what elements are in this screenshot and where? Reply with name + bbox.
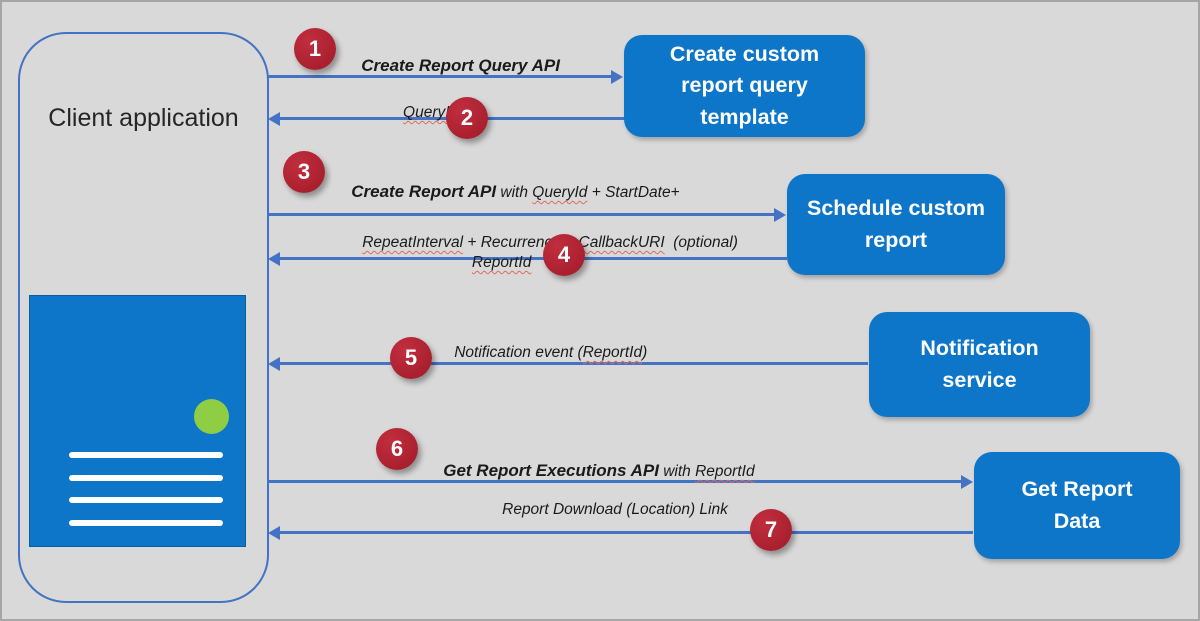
box-schedule-custom-report: Schedule custom report <box>787 174 1005 275</box>
step-5-badge: 5 <box>390 337 432 379</box>
step-6-badge: 6 <box>376 428 418 470</box>
step-3-label: Create Report API with QueryId + StartDa… <box>334 154 738 280</box>
step-3-badge: 3 <box>283 151 325 193</box>
step-3-line2-tail: (optional) <box>664 234 738 251</box>
document-text-line <box>69 520 223 526</box>
status-dot-icon <box>194 399 229 434</box>
step-4-label: ReportId <box>443 236 543 290</box>
step-1-badge: 1 <box>294 28 336 70</box>
box-create-report-query-template: Create custom report query template <box>624 35 865 137</box>
step-4-badge: 4 <box>543 234 585 276</box>
document-text-line <box>69 497 223 503</box>
step-1-label: Create Report Query API <box>344 38 560 94</box>
client-application-container <box>18 32 269 603</box>
step-5-reportid-text: ReportId <box>582 344 643 361</box>
step-4-reportid-text: ReportId <box>471 254 532 271</box>
box-get-report-data: Get Report Data <box>974 452 1180 559</box>
step-3-line2: RepeatInterval + Recurrence + CallbackUR… <box>351 234 738 251</box>
document-text-line <box>69 475 223 481</box>
step-6-label: Get Report Executions API with ReportId <box>426 443 755 499</box>
step-6-label-mid: with <box>658 463 696 480</box>
box-notification-service: Notification service <box>869 312 1090 417</box>
arrow-step7-left <box>268 525 973 540</box>
arrow-step5-left <box>268 356 868 371</box>
step-3-line1-tail: + StartDate+ <box>587 184 680 201</box>
step-3-repeatinterval-text: RepeatInterval <box>362 234 464 251</box>
document-graphic <box>29 295 246 547</box>
step-3-line1: Create Report API with QueryId + StartDa… <box>351 182 680 201</box>
step-6-reportid-text: ReportId <box>695 463 755 480</box>
step-5-post-text: ) <box>642 344 648 361</box>
step-5-pre-text: Notification event ( <box>454 344 583 361</box>
step-3-callbackuri-text: CallbackURI <box>578 234 665 251</box>
step-2-label: QueryId <box>372 86 472 140</box>
arrow-step1-right <box>268 69 623 84</box>
step-6-label-bold: Get Report Executions API <box>443 461 659 480</box>
arrow-step4-left <box>268 251 787 266</box>
step-5-label: Notification event (ReportId) <box>437 326 647 380</box>
step-7-badge: 7 <box>750 509 792 551</box>
client-application-label: Client application <box>48 104 239 132</box>
step-7-label: Report Download (Location) Link <box>502 501 728 518</box>
step-3-queryid-text: QueryId <box>532 184 588 201</box>
step-3-line1-bold: Create Report API <box>351 182 497 201</box>
document-text-line <box>69 452 223 458</box>
step-2-queryid-text: QueryId <box>403 104 459 121</box>
step-2-badge: 2 <box>446 97 488 139</box>
step-3-line1-mid: with <box>496 184 533 201</box>
arrow-step6-right <box>268 474 973 489</box>
step-1-label-bold: Create Report Query API <box>361 56 560 75</box>
arrow-step3-right <box>268 207 786 222</box>
